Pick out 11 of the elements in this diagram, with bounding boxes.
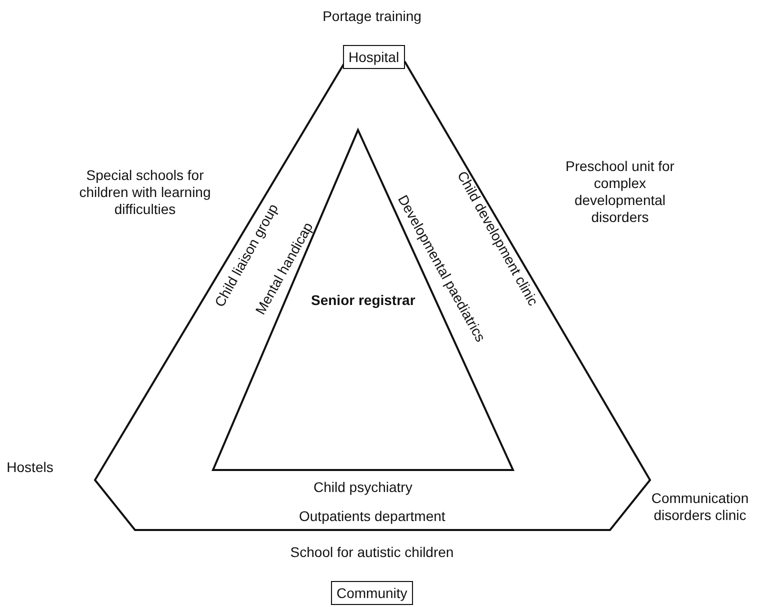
service-label: Special schools for children with learning difficulties <box>78 166 212 218</box>
service-label: Portage training <box>322 8 422 24</box>
service-label: Hostels <box>6 458 54 476</box>
community-box: Community <box>330 581 414 605</box>
service-label: Communication disorders clinic <box>650 490 750 524</box>
ring-label: Outpatients department <box>299 508 446 524</box>
ring-label: Child psychiatry <box>314 478 412 496</box>
hospital-box: Hospital <box>342 45 406 69</box>
service-label: Preschool unit for complex developmental disorders <box>565 158 675 226</box>
service-label: School for autistic children <box>289 544 455 560</box>
centre-label: Senior registrar <box>311 292 416 308</box>
